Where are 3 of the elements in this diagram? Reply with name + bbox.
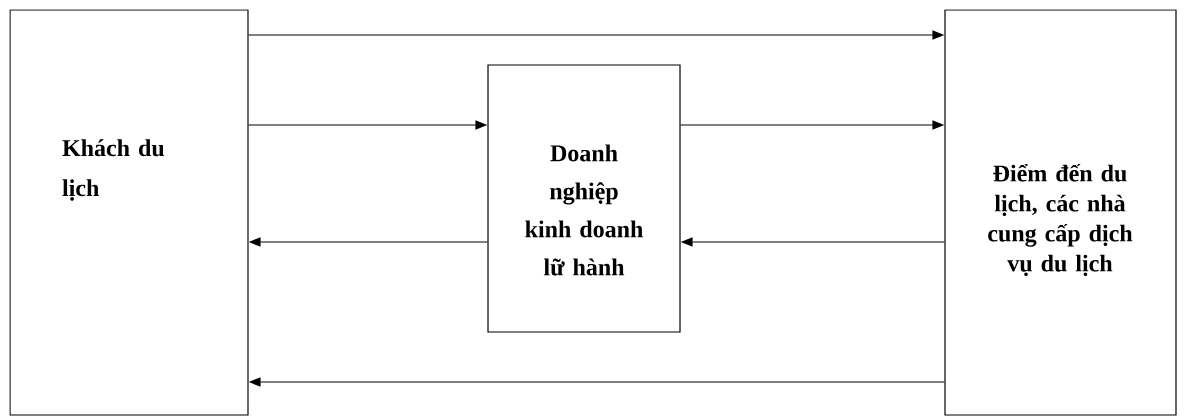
box-label: Doanh nghiệp kinh doanh lữ hành: [525, 144, 643, 276]
box-label: Điểm đến du lịch, các nhà cung cấp dịch vụ du lịch: [988, 163, 1133, 277]
box-label: Khách du lịch: [62, 139, 165, 201]
